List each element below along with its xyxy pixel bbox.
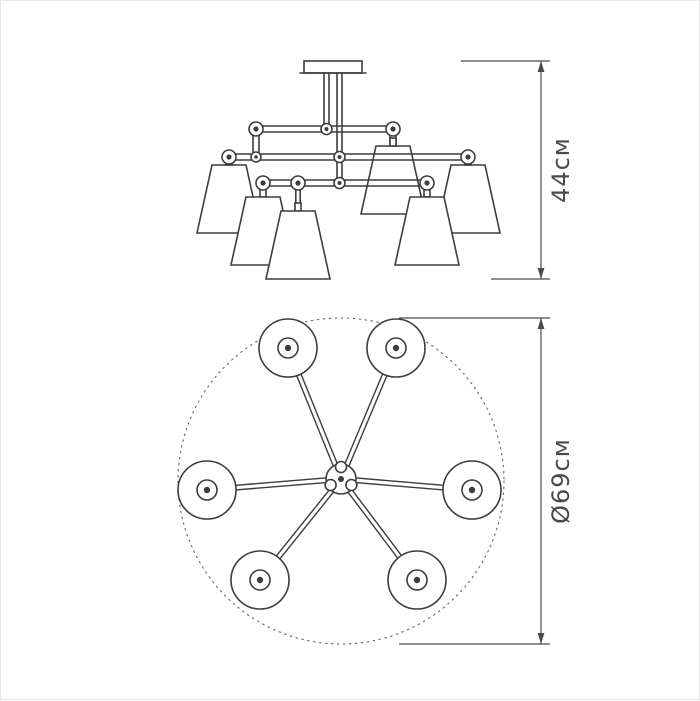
stem-rod-right	[336, 72, 343, 187]
height-dimension-label: 44см	[547, 137, 575, 203]
arrow-down-icon	[537, 633, 545, 644]
diameter-dimension-label: Ø69см	[547, 438, 575, 524]
shade-plan-circle	[177, 318, 502, 610]
joint-ring	[221, 121, 476, 191]
lampshade-front-right	[394, 196, 460, 266]
arm-bar-middle	[228, 153, 469, 161]
shade-connector	[389, 137, 397, 147]
shade-connector	[294, 202, 302, 212]
ceiling-mount-plate	[303, 60, 363, 74]
height-dimension: 44см	[461, 60, 575, 280]
chandelier-side-view	[196, 60, 501, 280]
diameter-dashed-circle	[177, 317, 505, 645]
arrow-down-icon	[537, 268, 545, 279]
drop-stem-front-center	[294, 189, 302, 205]
chandelier-top-view	[177, 317, 505, 645]
arrow-up-icon	[537, 61, 545, 72]
arrow-up-icon	[537, 318, 545, 329]
coupler-ring	[250, 122, 346, 190]
diameter-dimension: Ø69см	[399, 317, 575, 645]
stem-rod-left	[323, 72, 330, 133]
lampshade-front-center	[265, 210, 331, 280]
central-hub	[324, 460, 358, 495]
